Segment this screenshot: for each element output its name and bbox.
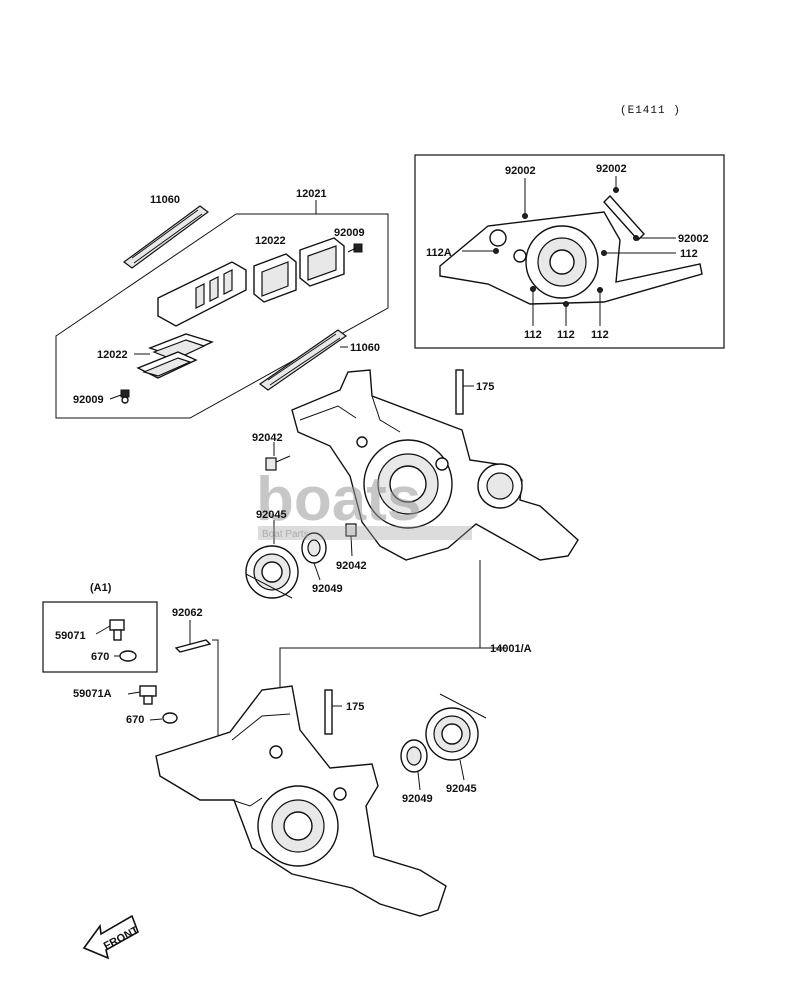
front-arrow-icon: FRONT [82, 914, 141, 960]
label-92002-a: 92002 [505, 165, 536, 177]
gasket-11060-mid [258, 329, 348, 391]
label-92049-left: 92049 [312, 583, 343, 595]
label-A1: (A1) [90, 582, 112, 594]
label-112A: 112A [426, 247, 452, 259]
label-92042-bottom: 92042 [336, 560, 367, 572]
cover-leader-lines [462, 176, 676, 326]
reed-block [157, 261, 247, 327]
stud-175-top [455, 369, 474, 415]
bolt-92009-top [347, 243, 363, 253]
watermark-sub-band [258, 526, 472, 540]
label-112-bottom-3: 112 [591, 329, 609, 341]
label-92042-top: 92042 [252, 432, 283, 444]
crankcase-upper-half [291, 369, 579, 561]
reed-stopper-12022-upper [253, 237, 345, 303]
label-12021: 12021 [296, 188, 327, 200]
label-175-bottom: 175 [346, 701, 364, 713]
label-12022-left: 12022 [97, 349, 128, 361]
seal-92049-right [400, 739, 428, 791]
label-670-box: 670 [91, 651, 109, 663]
reed-stopper-12022-lower [136, 333, 214, 379]
reed-valve-group-outline [55, 213, 389, 419]
crankcase-lower-half [155, 685, 447, 917]
label-92002-b: 92002 [596, 163, 627, 175]
label-112-right: 112 [680, 248, 698, 260]
label-92009-top: 92009 [334, 227, 365, 239]
label-112-bottom-2: 112 [557, 329, 575, 341]
label-59071: 59071 [55, 630, 86, 642]
label-12022-top: 12022 [255, 235, 286, 247]
mid-leader-lines [273, 442, 506, 690]
o-ring-670 [149, 712, 178, 724]
crankcase-cover [439, 187, 703, 307]
reference-code: (E1411 ) [620, 105, 681, 117]
bearing-92045-left [245, 545, 299, 599]
label-92045-right: 92045 [446, 783, 477, 795]
label-14001A: 14001/A [490, 643, 532, 655]
label-92045-left: 92045 [256, 509, 287, 521]
stud-175-bottom [324, 689, 342, 735]
dowel-92042-bottom [345, 523, 357, 557]
watermark-sub: Boat Parts [262, 529, 309, 540]
label-112-bottom-1: 112 [524, 329, 542, 341]
cover-detail-box [414, 154, 725, 349]
label-11060-mid: 11060 [350, 342, 380, 354]
label-92009-left: 92009 [73, 394, 104, 406]
seal-92049-left [301, 532, 327, 564]
label-175-top: 175 [476, 381, 494, 393]
label-92049-right: 92049 [402, 793, 433, 805]
gasket-11060-top [122, 205, 210, 269]
a1-detail-box [42, 601, 158, 673]
label-670: 670 [126, 714, 144, 726]
fitting-59071A [127, 685, 157, 705]
label-92062: 92062 [172, 607, 203, 619]
label-59071A: 59071A [73, 688, 112, 700]
watermark: boats Boat Parts [256, 465, 472, 540]
bolt-92009-left [120, 389, 130, 404]
o-ring-670-box [114, 650, 137, 662]
watermark-main: boats [256, 465, 421, 534]
fitting-59071 [95, 619, 125, 641]
bearing-92045-right [425, 693, 487, 781]
label-11060-top: 11060 [150, 194, 180, 206]
label-92002-c: 92002 [678, 233, 709, 245]
dowel-92042-top [265, 455, 291, 471]
